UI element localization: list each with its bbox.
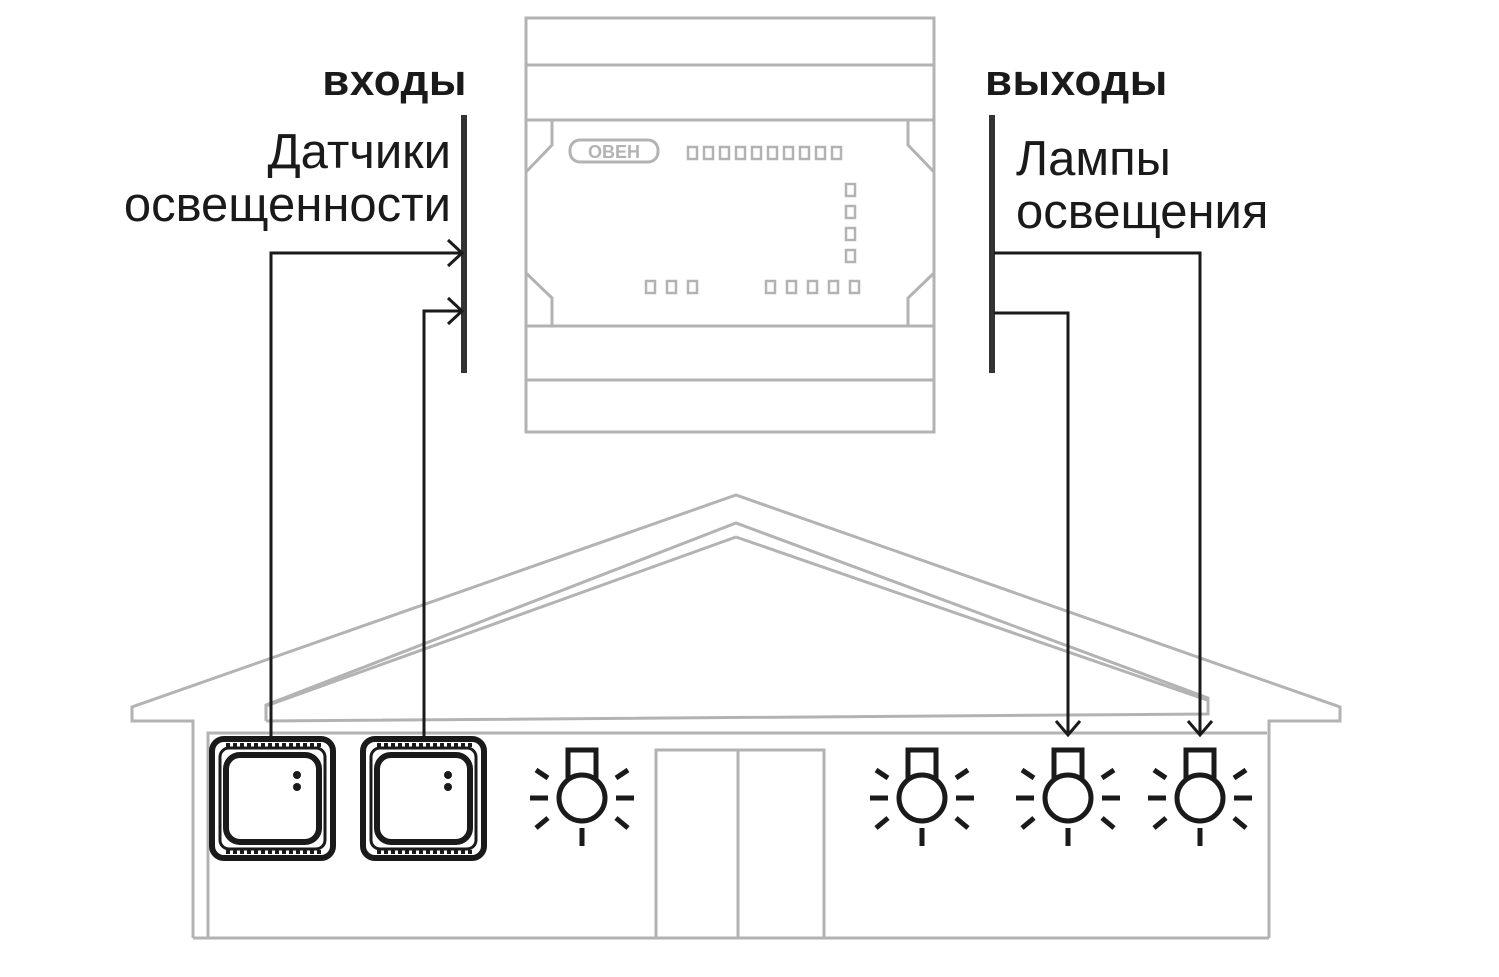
indicator-led <box>644 279 657 295</box>
indicator-led <box>814 145 827 161</box>
outputs-description: Лампы освещения <box>1016 133 1268 239</box>
indicator-led <box>844 182 857 198</box>
indicator-led <box>806 279 819 295</box>
light-sensor <box>360 736 487 861</box>
sensor2-wire <box>422 309 462 739</box>
inputs-description-line2: освещенности <box>123 178 451 232</box>
lamp-3 <box>1016 747 1120 846</box>
light-sensor <box>209 736 336 861</box>
indicator-led <box>665 279 678 295</box>
indicator-led <box>750 145 763 161</box>
brand-text: ОВЕН <box>588 142 640 162</box>
controller-unit <box>524 16 936 434</box>
inputs-description: Датчики освещенности <box>124 126 451 232</box>
controller-indicators <box>644 145 861 295</box>
lamp3-arrow <box>1054 720 1082 738</box>
indicator-led <box>827 279 840 295</box>
lamp3-wire <box>994 311 1070 735</box>
indicator-led <box>785 279 798 295</box>
indicator-led <box>844 204 857 220</box>
lamp-4 <box>1148 747 1252 846</box>
indicator-led <box>686 279 699 295</box>
light-sensors <box>209 736 487 861</box>
lamps <box>530 747 1252 846</box>
indicator-led <box>782 145 795 161</box>
sensor1-wire <box>269 251 462 739</box>
indicator-led <box>766 145 779 161</box>
indicator-led <box>844 248 857 264</box>
indicator-led <box>844 226 857 242</box>
lamp-2 <box>870 747 974 846</box>
indicator-led <box>718 145 731 161</box>
indicator-led <box>686 145 699 161</box>
indicator-led <box>702 145 715 161</box>
indicator-led <box>848 279 861 295</box>
sensor1-arrow <box>446 238 465 268</box>
inputs-heading: входы <box>322 56 467 105</box>
house-outline <box>130 493 1342 940</box>
outputs-description-line2: освещения <box>1016 185 1269 239</box>
inputs-description-line1: Датчики <box>267 125 451 179</box>
indicator-led <box>830 145 843 161</box>
indicator-led <box>734 145 747 161</box>
lamp4-arrow <box>1186 720 1214 738</box>
indicator-led <box>798 145 811 161</box>
outputs-description-line1: Лампы <box>1016 132 1171 186</box>
sensor2-arrow <box>446 296 465 326</box>
lamp-1 <box>530 747 634 846</box>
brand-logo: ОВЕН <box>568 138 660 164</box>
lamp4-wire <box>994 251 1202 735</box>
outputs-heading: выходы <box>985 56 1168 105</box>
indicator-led <box>764 279 777 295</box>
house-door <box>654 748 826 940</box>
